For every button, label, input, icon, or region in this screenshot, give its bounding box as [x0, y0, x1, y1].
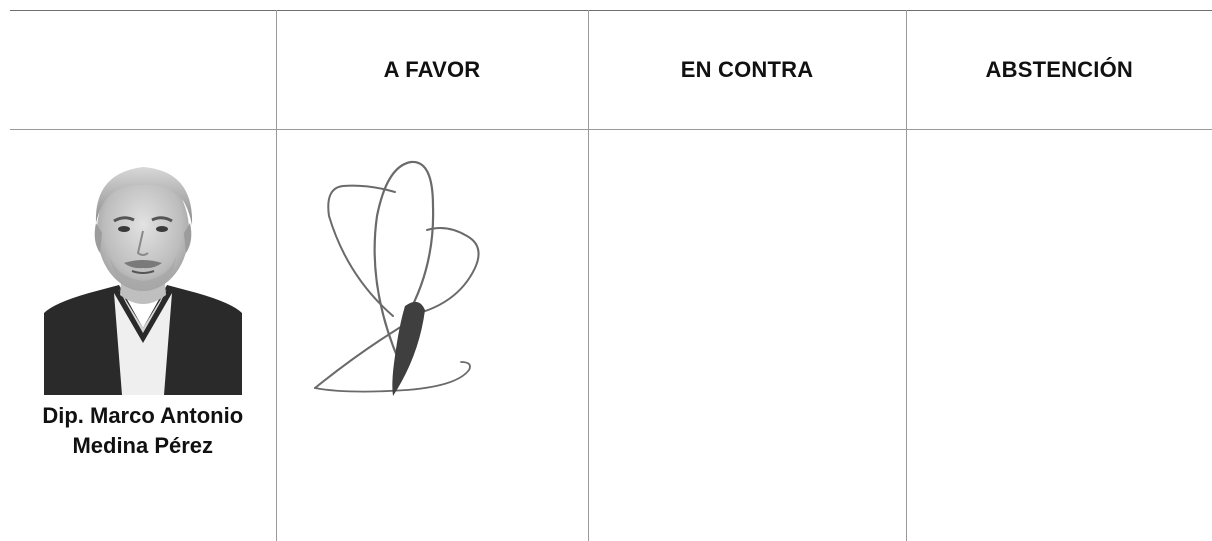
member-cell: Dip. Marco Antonio Medina Pérez [10, 129, 277, 541]
abstencion-vote-cell [905, 129, 1212, 541]
a-favor-vote-cell [275, 129, 589, 541]
header-a-favor-label: A FAVOR [383, 57, 481, 82]
en-contra-vote-cell [587, 129, 907, 541]
handwritten-signature-icon [313, 160, 480, 396]
header-cell-abstencion: ABSTENCIÓN [905, 10, 1212, 130]
signature [307, 156, 507, 406]
header-cell-en-contra: EN CONTRA [587, 10, 907, 130]
portrait-photo-icon [43, 153, 242, 395]
member-name-line2: Medina Pérez [72, 433, 214, 458]
header-en-contra-label: EN CONTRA [680, 57, 814, 82]
header-cell-empty [10, 10, 277, 130]
header-row: A FAVOR EN CONTRA ABSTENCIÓN [10, 10, 1212, 130]
member-row: Dip. Marco Antonio Medina Pérez [10, 129, 1212, 541]
header-cell-a-favor: A FAVOR [275, 10, 589, 130]
member-photo [43, 153, 242, 395]
header-abstencion-label: ABSTENCIÓN [985, 57, 1133, 82]
vote-table: A FAVOR EN CONTRA ABSTENCIÓN [10, 10, 1212, 541]
member-name-line1: Dip. Marco Antonio [42, 403, 244, 428]
